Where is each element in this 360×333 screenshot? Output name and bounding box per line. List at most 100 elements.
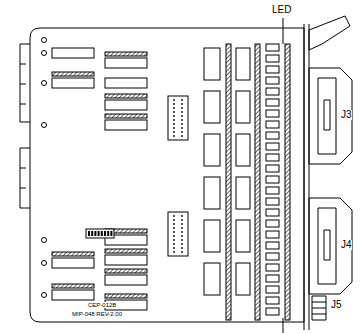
ic-chip (105, 255, 147, 265)
header-pin (173, 231, 175, 233)
ic-chip (266, 187, 279, 194)
ic-chip (204, 263, 220, 295)
pin-header (168, 212, 188, 256)
header-pin (173, 131, 175, 133)
ic-chip (266, 242, 279, 249)
header-pin (181, 251, 183, 253)
ic-chip (236, 91, 250, 123)
header-pin (173, 127, 175, 129)
ic-chip (266, 275, 279, 282)
header-pin (173, 99, 175, 101)
switch-lever (91, 231, 93, 236)
header-pin (181, 115, 183, 117)
header-pin (173, 123, 175, 125)
header-pin (173, 119, 175, 121)
resistor-pack (105, 249, 147, 253)
ic-chip (266, 88, 279, 95)
header-pin (181, 111, 183, 113)
ic-chip (266, 99, 279, 106)
ic-chip (52, 48, 94, 58)
mounting-hole (42, 38, 47, 43)
header-pin (173, 111, 175, 113)
resistor-pack (105, 94, 147, 98)
ic-chip (204, 91, 220, 123)
ic-chip (236, 177, 250, 209)
ic-chip (105, 275, 147, 285)
resistor-pack (52, 72, 94, 76)
dip-switch (86, 229, 114, 238)
mounting-hole (42, 123, 47, 128)
header-pin (173, 227, 175, 229)
leader-line (283, 18, 284, 333)
header-pin (181, 103, 183, 105)
header-pin (181, 247, 183, 249)
mounting-hole (42, 261, 47, 266)
connector-j4 (309, 198, 352, 294)
switch-lever (94, 231, 96, 236)
mounting-hole (42, 81, 47, 86)
ic-chip (52, 258, 94, 268)
resistor-pack (52, 284, 94, 288)
resistor-pack (255, 44, 260, 320)
switch-lever (110, 231, 112, 236)
ic-chip (236, 134, 250, 166)
resistor-pack (105, 114, 147, 118)
header-pin (181, 219, 183, 221)
ic-chip (266, 66, 279, 73)
ic-chip (236, 220, 250, 252)
header-pin (173, 107, 175, 109)
resistor-pack (105, 294, 147, 298)
ic-chip (266, 110, 279, 117)
header-pin (181, 223, 183, 225)
ic-chip (236, 48, 250, 80)
ic-chip (105, 78, 147, 88)
board-part-number: CEP-012B (88, 302, 116, 308)
board-revision: MIP-048 REV-2.00 (72, 311, 122, 317)
header-pin (181, 135, 183, 137)
ic-chip (266, 220, 279, 227)
connector-j5 (312, 296, 326, 320)
ic-chip (266, 165, 279, 172)
mounting-hole (42, 51, 47, 56)
header-pin (173, 239, 175, 241)
ic-chip (266, 44, 279, 51)
ic-chip (236, 263, 250, 295)
header-pin (173, 219, 175, 221)
ejector-handle (309, 16, 350, 50)
led-callout: LED (272, 5, 291, 15)
resistor-pack (285, 44, 290, 320)
header-pin (173, 247, 175, 249)
header-pin (181, 227, 183, 229)
front-panel (304, 24, 309, 330)
switch-lever (107, 231, 109, 236)
header-pin (181, 119, 183, 121)
header-pin (181, 235, 183, 237)
connector-name: J5 (331, 300, 342, 310)
ic-chip (266, 308, 279, 315)
ic-chip (266, 143, 279, 150)
resistor-pack (52, 252, 94, 256)
header-pin (173, 223, 175, 225)
mounting-hole (42, 293, 47, 298)
ic-chip (105, 120, 147, 130)
pin-header (168, 96, 188, 140)
ic-chip (266, 77, 279, 84)
header-pin (181, 243, 183, 245)
header-pin (181, 127, 183, 129)
connector-name: J3 (341, 110, 352, 120)
resistor-pack (105, 52, 147, 56)
ic-chip (266, 154, 279, 161)
header-pin (181, 131, 183, 133)
mounting-hole (42, 238, 47, 243)
header-pin (173, 215, 175, 217)
switch-lever (88, 231, 90, 236)
ic-chip (266, 132, 279, 139)
ic-chip (204, 220, 220, 252)
header-pin (173, 251, 175, 253)
ic-chip (266, 286, 279, 293)
switch-lever (104, 231, 106, 236)
header-pin (181, 107, 183, 109)
ic-chip (266, 176, 279, 183)
